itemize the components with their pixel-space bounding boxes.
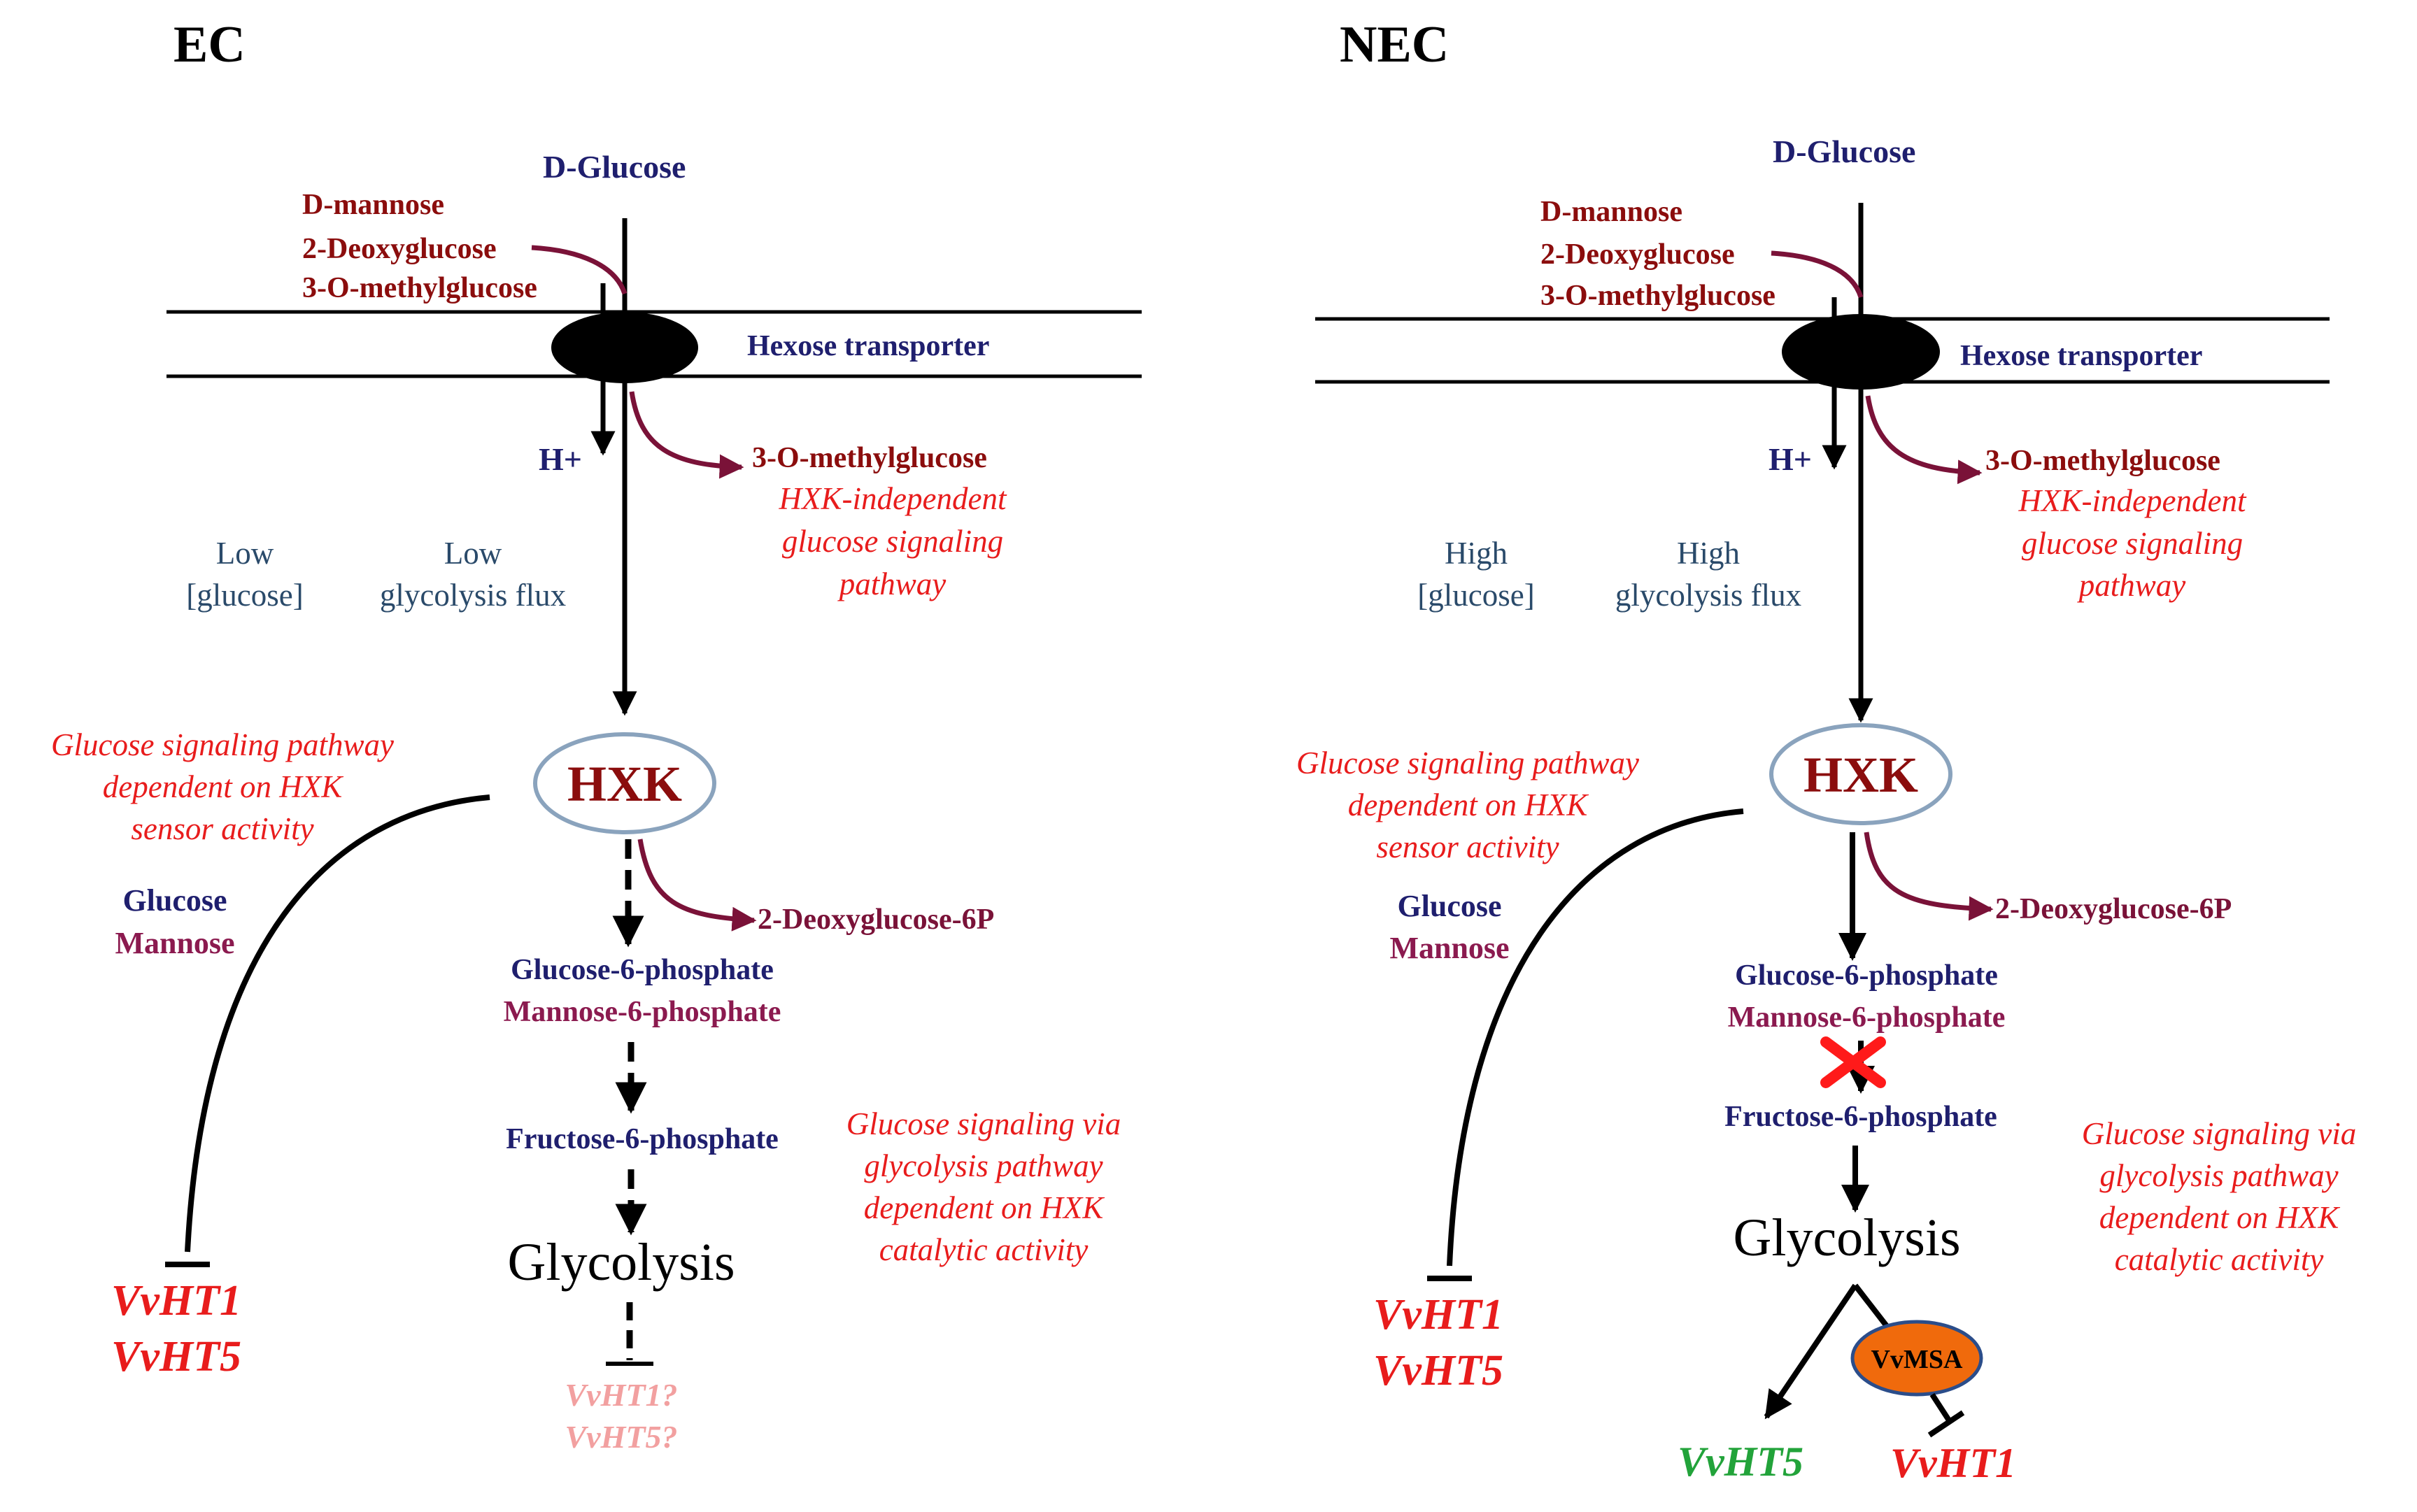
nec-deoxy6p: 2-Deoxyglucose-6P (1995, 893, 2232, 925)
nec-vvmsa-inhibition-bar (1927, 1410, 1965, 1438)
ec-d-mannose: D-mannose (302, 189, 444, 221)
nec-glucose-level-line1: High (1445, 536, 1508, 571)
ec-sensor-line1: Glucose signaling pathway (51, 727, 394, 762)
ec-deoxy6p: 2-Deoxyglucose-6P (758, 904, 994, 936)
ec-h-plus: H+ (539, 441, 582, 477)
nec-hxk-independent-line3: pathway (2077, 568, 2186, 603)
ec-glycolysis: Glycolysis (507, 1233, 735, 1292)
ec-f6p: Fructose-6-phosphate (506, 1123, 779, 1155)
nec-glycolysis-to-vvht5-arrow (1764, 1283, 1858, 1420)
ec-flux-line2: glycolysis flux (380, 578, 566, 613)
nec-2-deoxyglucose: 2-Deoxyglucose (1540, 238, 1735, 271)
nec-vvmsa-label: VvMSA (1871, 1345, 1963, 1374)
nec-hexose-transporter-label: Hexose transporter (1960, 340, 2202, 372)
ec-hxk-label: HXK (567, 756, 682, 812)
ec-vvht5: VvHT5 (111, 1333, 241, 1381)
nec-hxk-independent-line2: glucose signaling (2022, 526, 2243, 561)
ec-inhibition-curve (185, 794, 490, 1253)
nec-flux-line1: High (1677, 536, 1740, 571)
nec-3-o-methylglucose: 3-O-methylglucose (1540, 280, 1775, 312)
nec-via-line2: glycolysis pathway (2099, 1158, 2338, 1193)
nec-flux-line2: glycolysis flux (1615, 578, 1801, 613)
nec-vvmsa-inhibition-line (1929, 1392, 1953, 1425)
nec-via-line3: dependent on HXK (2099, 1200, 2340, 1235)
nec-vvht5-out: VvHT5 (1678, 1439, 1803, 1485)
ec-methylglucose-curve (629, 391, 744, 479)
ec-via-line4: catalytic activity (879, 1232, 1089, 1267)
ec-m6p: Mannose-6-phosphate (504, 996, 781, 1028)
nec-glucose-level-line2: [glucose] (1417, 578, 1534, 613)
ec-deoxy6p-curve (637, 839, 757, 932)
nec-glycolysis: Glycolysis (1733, 1208, 1960, 1267)
nec-inhibition-curve (1447, 808, 1744, 1267)
ec-via-line2: glycolysis pathway (864, 1148, 1103, 1183)
nec-d-mannose: D-mannose (1540, 196, 1682, 228)
nec-analog-entry-curve (1771, 250, 1864, 299)
nec-vvht1-out: VvHT1 (1890, 1440, 2016, 1486)
nec-glucose: Glucose (1397, 889, 1501, 923)
nec-via-line1: Glucose signaling via (2082, 1116, 2356, 1151)
ec-via-line3: dependent on HXK (864, 1190, 1105, 1225)
nec-vvht1-left: VvHT1 (1373, 1291, 1503, 1339)
ec-vvht1: VvHT1 (111, 1277, 241, 1325)
nec-panel: NEC D-Glucose D-mannose 2-Deoxyglucose 3… (1296, 16, 2356, 1486)
ec-panel: EC D-Glucose D-mannose 2-Deoxyglucose 3-… (51, 16, 1142, 1455)
ec-title: EC (173, 16, 246, 73)
ec-glucose: Glucose (122, 883, 227, 918)
ec-3-o-methylglucose: 3-O-methylglucose (302, 272, 537, 304)
nec-d-glucose: D-Glucose (1773, 134, 1915, 169)
nec-hxk-label: HXK (1803, 747, 1918, 803)
nec-deoxy6p-curve (1864, 832, 1994, 921)
ec-d-glucose: D-Glucose (543, 149, 686, 185)
ec-hxk-independent-line2: glucose signaling (782, 524, 1003, 559)
nec-via-line4: catalytic activity (2115, 1242, 2324, 1277)
nec-title: NEC (1340, 16, 1449, 73)
ec-vvht5-query: VvHT5? (565, 1419, 678, 1455)
ec-sensor-line2: dependent on HXK (103, 769, 343, 804)
nec-sensor-line2: dependent on HXK (1348, 787, 1589, 822)
ec-hexose-transporter (551, 312, 698, 383)
ec-hxk-independent-line3: pathway (837, 566, 947, 601)
nec-h-plus: H+ (1769, 441, 1812, 477)
ec-glucose-level-line2: [glucose] (186, 578, 303, 613)
nec-f6p: Fructose-6-phosphate (1724, 1101, 1997, 1133)
ec-mannose: Mannose (115, 926, 234, 960)
nec-sensor-line1: Glucose signaling pathway (1296, 746, 1639, 780)
nec-glycolysis-to-vvmsa-line (1852, 1283, 1892, 1331)
ec-hxk-ellipse (533, 732, 716, 834)
ec-sensor-line3: sensor activity (131, 811, 313, 846)
ec-2-deoxyglucose: 2-Deoxyglucose (302, 233, 497, 265)
ec-analog-entry-curve (531, 245, 628, 295)
nec-vvht5-left: VvHT5 (1373, 1347, 1503, 1395)
nec-hxk-ellipse (1769, 723, 1952, 825)
nec-vvmsa-ellipse (1850, 1320, 1983, 1397)
ec-flux-line1: Low (444, 536, 502, 571)
nec-methylglucose-out: 3-O-methylglucose (1985, 445, 2220, 477)
blocked-cross-icon (1820, 1036, 1886, 1088)
nec-hexose-transporter (1782, 314, 1940, 390)
nec-mannose: Mannose (1389, 931, 1509, 965)
ec-g6p: Glucose-6-phosphate (511, 954, 774, 986)
ec-via-line1: Glucose signaling via (846, 1106, 1121, 1141)
ec-vvht1-query: VvHT1? (565, 1377, 678, 1413)
nec-methylglucose-curve (1865, 395, 1983, 485)
nec-m6p: Mannose-6-phosphate (1728, 1001, 2006, 1034)
nec-hxk-independent-line1: HXK-independent (2018, 483, 2247, 518)
ec-hexose-transporter-label: Hexose transporter (747, 330, 989, 362)
ec-hxk-independent-line1: HXK-independent (779, 481, 1007, 516)
nec-sensor-line3: sensor activity (1376, 829, 1559, 864)
nec-g6p: Glucose-6-phosphate (1735, 960, 1998, 992)
ec-glucose-level-line1: Low (216, 536, 274, 571)
ec-methylglucose-out: 3-O-methylglucose (752, 442, 987, 474)
